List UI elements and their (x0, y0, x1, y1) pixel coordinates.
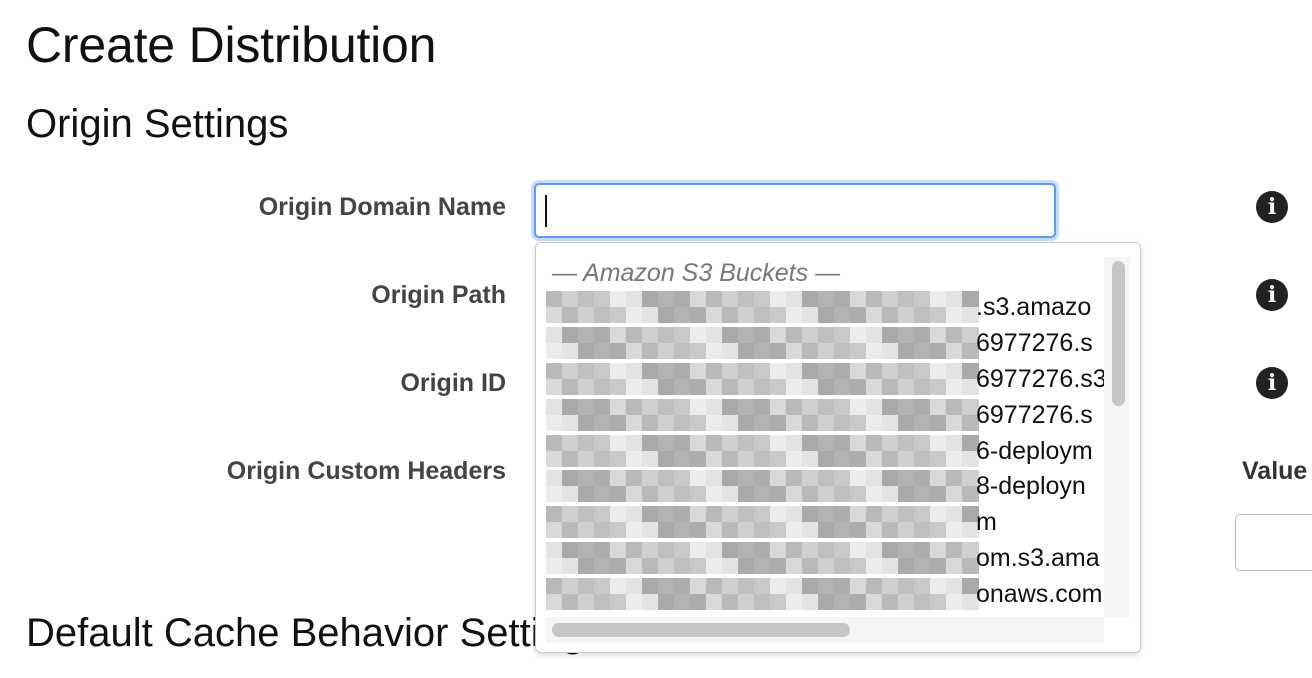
horizontal-scroll-thumb[interactable] (552, 623, 850, 637)
bucket-option[interactable]: .s3.amazo (546, 289, 1104, 325)
bucket-option-text: .s3.amazo (976, 293, 1092, 321)
redacted-bucket-name (546, 578, 979, 611)
bucket-option-text: om.s3.ama (976, 544, 1100, 573)
bucket-option[interactable]: onaws.com (546, 576, 1104, 612)
redacted-bucket-name (546, 506, 979, 539)
origin-settings-heading: Origin Settings (26, 102, 289, 146)
bucket-option[interactable]: 6977276.s3 (546, 361, 1104, 397)
bucket-option-text: m (976, 508, 997, 537)
text-caret (545, 195, 547, 227)
origin-id-label: Origin ID (400, 369, 506, 397)
redacted-bucket-name (546, 542, 979, 575)
redacted-bucket-name (546, 326, 979, 359)
origin-domain-dropdown[interactable]: — Amazon S3 Buckets — .s3.amazo 6977276.s… (535, 242, 1141, 653)
origin-domain-name-label: Origin Domain Name (258, 193, 506, 221)
bucket-option[interactable]: m (546, 504, 1104, 540)
bucket-option-text: 6977276.s (976, 400, 1093, 429)
bucket-option[interactable]: 6-deploym (546, 433, 1104, 469)
dropdown-list: .s3.amazo 6977276.s 6977276.s3 6977276.s 6-d… (546, 289, 1106, 652)
bucket-option[interactable]: om.s3.ama (546, 540, 1104, 576)
dropdown-group-label: — Amazon S3 Buckets — (552, 259, 841, 287)
bucket-option-text: onaws.com (976, 580, 1103, 609)
info-icon[interactable]: i (1256, 367, 1288, 399)
origin-domain-name-input[interactable] (534, 183, 1056, 238)
header-value-input[interactable] (1235, 514, 1312, 571)
default-cache-behavior-heading: Default Cache Behavior Settings (26, 611, 605, 655)
vertical-scroll-thumb[interactable] (1112, 261, 1125, 406)
redacted-bucket-name (546, 362, 979, 395)
redacted-bucket-name (546, 470, 979, 503)
origin-path-label: Origin Path (371, 281, 506, 309)
bucket-option[interactable]: 8-deployn (546, 468, 1104, 504)
bucket-option-text: 8-deployn (976, 472, 1086, 501)
bucket-option[interactable]: 6977276.s (546, 325, 1104, 361)
bucket-option[interactable]: 6977276.s (546, 397, 1104, 433)
bucket-option-text: 6-deploym (976, 436, 1093, 465)
bucket-option-text: 6977276.s (976, 328, 1093, 357)
redacted-bucket-name (546, 434, 979, 467)
value-column-header: Value (1242, 457, 1308, 485)
bucket-option-text: 6977276.s3 (976, 364, 1104, 393)
info-icon[interactable]: i (1256, 279, 1288, 311)
info-icon[interactable]: i (1256, 191, 1288, 223)
origin-custom-headers-label: Origin Custom Headers (226, 457, 506, 485)
redacted-bucket-name (546, 398, 979, 431)
page-title: Create Distribution (26, 17, 437, 73)
redacted-bucket-name (546, 291, 979, 323)
